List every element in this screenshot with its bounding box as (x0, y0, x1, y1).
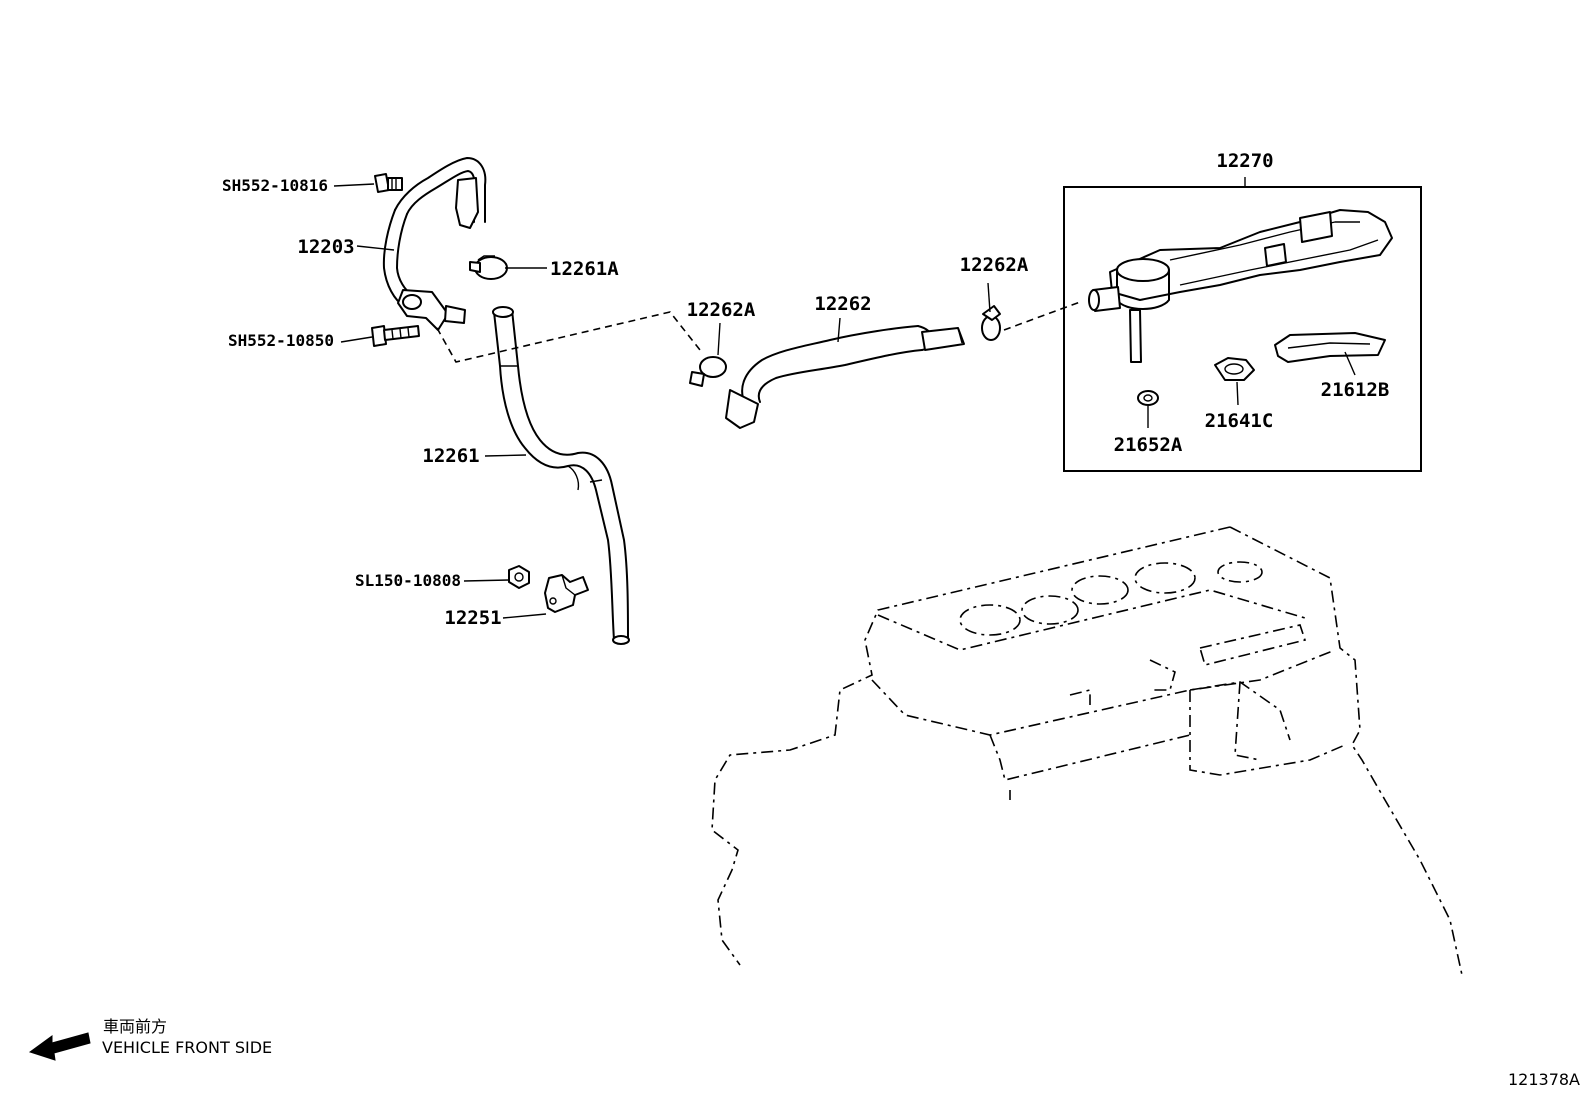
label-12262: 12262 (814, 293, 871, 315)
direction-japanese: 車両前方 (103, 1017, 167, 1036)
part-labels: 12270 12203 12261A 12261 12262A 12262 12… (222, 150, 1389, 629)
bolt-sh552-10816 (374, 173, 403, 193)
clamp-12261a (469, 255, 508, 280)
label-12261a: 12261A (550, 258, 619, 280)
vehicle-front-indicator: 車両前方 VEHICLE FRONT SIDE (28, 1017, 272, 1061)
clamp-12262a-left (689, 356, 727, 387)
bracket-12251 (544, 574, 589, 613)
valve-cover-12270 (1088, 209, 1393, 363)
washer-21652a (1137, 390, 1159, 406)
label-12203: 12203 (297, 236, 354, 258)
bolt-sh552-10850 (371, 325, 420, 347)
label-12270: 12270 (1216, 150, 1273, 172)
figure-id: 121378A (1508, 1070, 1580, 1089)
label-21612b: 21612B (1321, 379, 1390, 401)
hose-12261 (492, 306, 630, 645)
label-21641c: 21641C (1205, 410, 1274, 432)
label-12262a-left: 12262A (687, 299, 756, 321)
arrow-left-icon (28, 1032, 91, 1061)
direction-english: VEHICLE FRONT SIDE (102, 1038, 272, 1057)
label-12261: 12261 (422, 445, 479, 467)
nut-sl150-10808 (508, 565, 530, 589)
clamp-12262a-right (981, 305, 1001, 341)
engine-block-outline (711, 526, 1463, 976)
gasket-21641c (1214, 357, 1255, 381)
label-21652a: 21652A (1114, 434, 1183, 456)
gasket-21612b (1274, 332, 1386, 363)
label-12262a-right: 12262A (960, 254, 1029, 276)
label-sh552-10850: SH552-10850 (228, 331, 334, 350)
assembly-box-12270 (1063, 186, 1422, 472)
leader-lines (333, 177, 1356, 619)
pipe-12203 (382, 157, 487, 331)
label-12251: 12251 (444, 607, 501, 629)
hose-12262 (725, 325, 965, 429)
label-sl150-10808: SL150-10808 (355, 571, 461, 590)
connection-lines (436, 301, 1081, 363)
label-sh552-10816: SH552-10816 (222, 176, 328, 195)
